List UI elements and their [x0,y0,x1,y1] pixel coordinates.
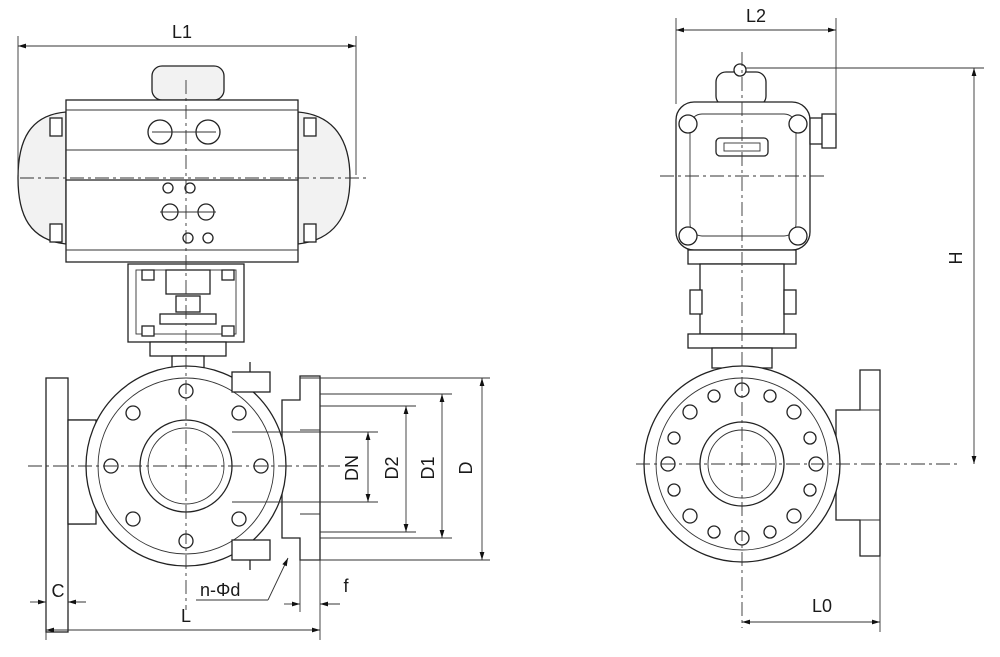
front-view: L1 DN D2 D1 D C [17,22,490,640]
side-view: L2 H L0 [636,6,984,632]
actuator-front [17,65,351,263]
label-D1: D1 [418,456,438,479]
dimension-C: C [30,560,86,640]
dimension-L0: L0 [742,556,881,632]
label-H: H [946,252,966,265]
dimension-L2: L2 [675,6,837,114]
label-DN: DN [342,455,362,481]
label-L: L [181,606,191,626]
dimension-L1: L1 [17,22,357,175]
actuator-side [675,63,837,251]
label-D2: D2 [382,456,402,479]
label-C: C [52,581,65,601]
dimension-L: L [46,560,321,640]
label-L2: L2 [746,6,766,26]
dimension-f: f [284,560,349,612]
label-D: D [456,462,476,475]
label-L1: L1 [172,22,192,42]
flange-bolt-holes-side [660,382,824,546]
callout-bolt-holes: n-Φd [196,557,289,601]
label-bolt-holes: n-Φd [200,580,240,600]
label-f: f [343,576,349,596]
label-L0: L0 [812,596,832,616]
dimension-diameters: DN D2 D1 D [232,377,490,561]
dimension-H: H [746,67,984,464]
valve-body-front [45,362,321,633]
